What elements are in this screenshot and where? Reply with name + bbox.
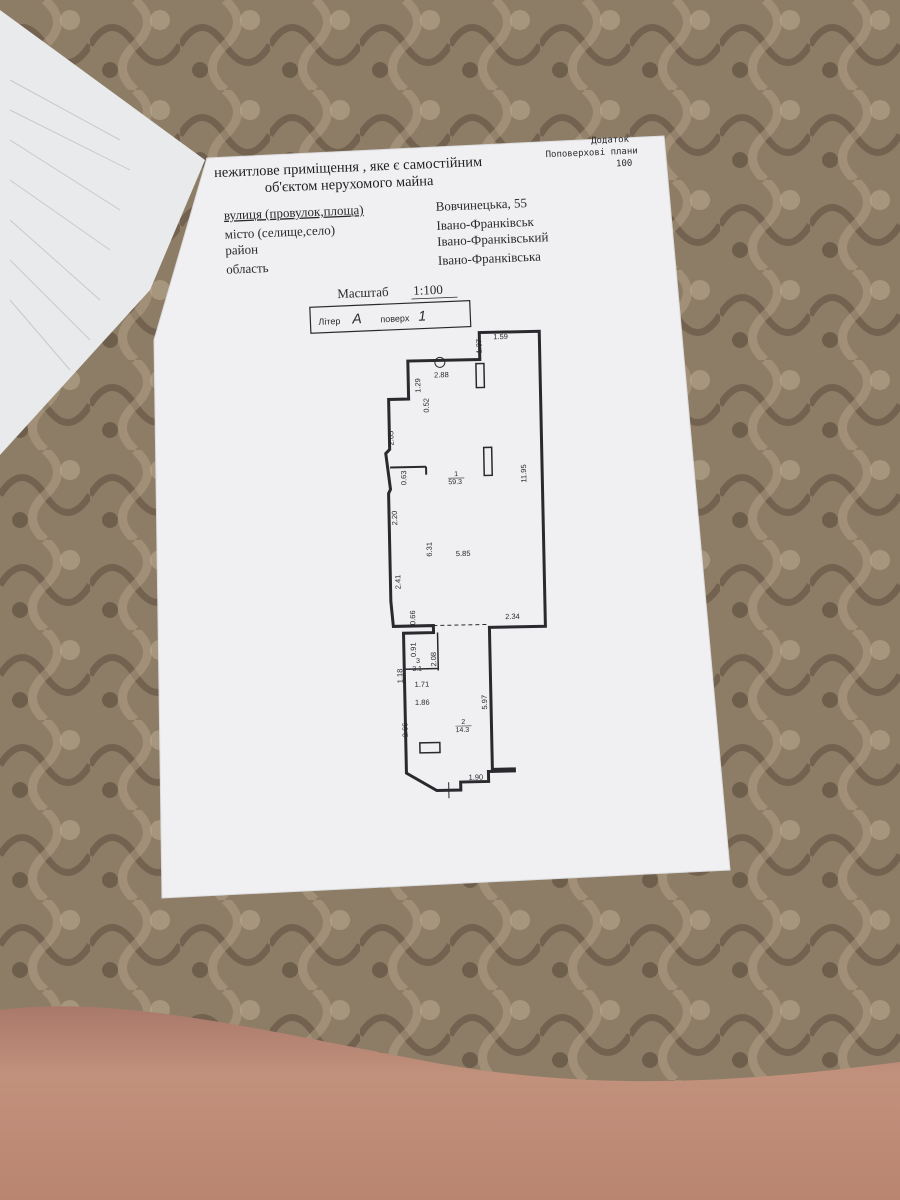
title-line-2: об'єктом нерухомого майна <box>264 173 434 196</box>
document-sheet <box>153 135 731 899</box>
scale-value: 1:100 <box>413 282 443 298</box>
dim-6.31: 6.31 <box>425 542 434 557</box>
scale-label: Масштаб <box>337 284 389 301</box>
city-value: Івано-Франківськ <box>436 214 535 233</box>
dim-1.59: 1.59 <box>493 332 508 341</box>
dim-5.85: 5.85 <box>456 549 471 558</box>
room-1-number: 1 <box>454 471 458 478</box>
dim-0.52: 0.52 <box>422 398 431 413</box>
litera-box <box>309 299 472 334</box>
region-value: Івано-Франківська <box>438 249 542 268</box>
column-3 <box>419 741 441 754</box>
background-paper <box>0 10 205 455</box>
dim-1.18: 1.18 <box>395 669 404 684</box>
dim-5.97: 5.97 <box>480 695 489 710</box>
city-label: місто (селище,село) <box>224 222 335 242</box>
dim-1.37: 1.37 <box>474 339 483 354</box>
street-label: вулиця (провулок,площа) <box>224 202 364 223</box>
appendix-label: Додаток <box>591 135 630 147</box>
floor-value: 1 <box>418 307 426 323</box>
dim-2.41: 2.41 <box>393 575 402 590</box>
column-1 <box>475 362 486 389</box>
dim-1.90: 1.90 <box>468 773 483 782</box>
appendix-subtitle: Поповерхові плани <box>545 146 637 160</box>
dim-1.86: 1.86 <box>415 698 430 707</box>
room-3-number: 3 <box>416 658 420 665</box>
litera-label: Літер <box>318 316 340 327</box>
dim-2.66: 2.66 <box>400 722 409 737</box>
district-value: Івано-Франківський <box>437 229 549 249</box>
dim-2.05: 2.05 <box>386 431 395 446</box>
room-1-area: 59.3 <box>448 479 462 486</box>
dim-2.20: 2.20 <box>390 511 399 526</box>
room-2-number: 2 <box>461 719 465 726</box>
riser-icon <box>434 356 446 368</box>
room-divider <box>433 623 490 627</box>
district-label: район <box>225 241 258 257</box>
floor-plan: 1.59 1.37 2.88 1.29 0.52 2.05 0.63 2.20 … <box>384 329 547 799</box>
street-value: Вовчинецька, 55 <box>435 195 527 214</box>
dim-11.95: 11.95 <box>519 464 528 482</box>
dim-2.08: 2.08 <box>429 652 438 667</box>
outer-wall <box>384 329 547 793</box>
dim-2.34: 2.34 <box>505 612 520 621</box>
room-3-area: 3.1 <box>412 666 422 673</box>
column-2 <box>482 446 493 477</box>
dim-1.29: 1.29 <box>413 378 422 393</box>
room-2-area: 14.3 <box>455 727 469 734</box>
forearm <box>0 1006 900 1200</box>
dim-2.88: 2.88 <box>434 370 449 379</box>
litera-value: A <box>351 310 362 326</box>
floor-label: поверх <box>380 313 410 324</box>
region-label: область <box>226 260 269 277</box>
dim-1.71: 1.71 <box>415 680 430 689</box>
dim-0.91: 0.91 <box>409 642 418 657</box>
dim-0.66: 0.66 <box>408 610 417 625</box>
appendix-number: 100 <box>616 159 633 170</box>
dim-0.63: 0.63 <box>399 470 408 485</box>
